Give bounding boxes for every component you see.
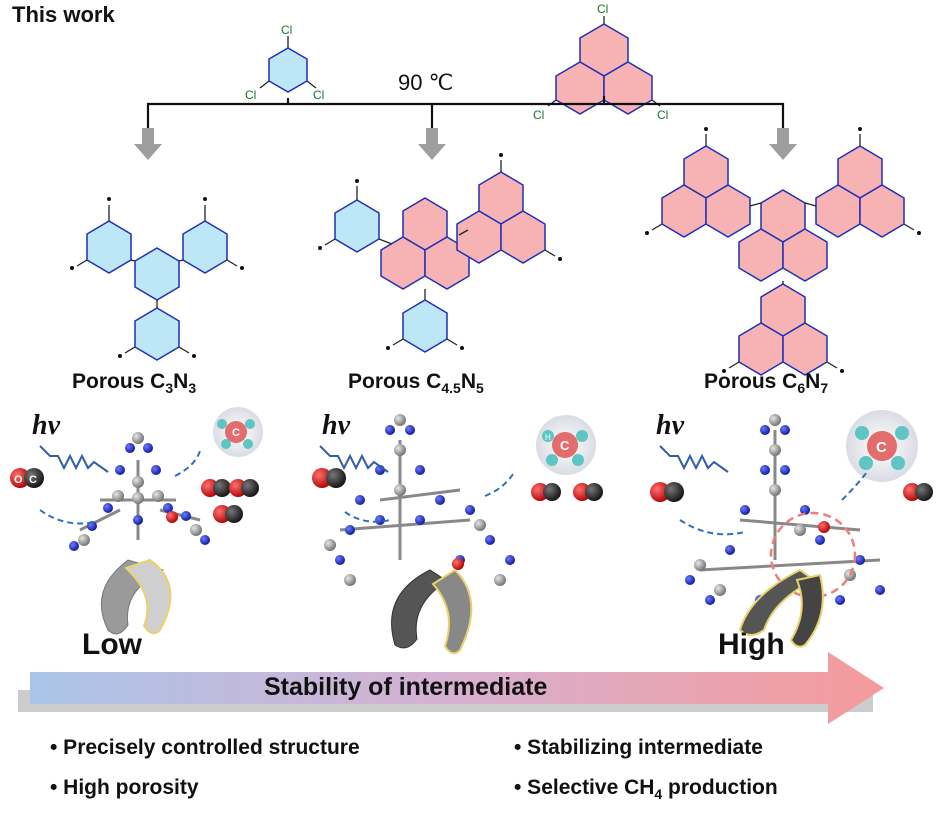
section-title: This work xyxy=(12,2,115,27)
flow-arrows xyxy=(39,450,868,536)
stability-arrow xyxy=(18,652,884,724)
product-label-c4-5n5: Porous C4.5N5 xyxy=(348,370,484,397)
heptazine-chloride-molecule: Cl Cl Cl xyxy=(533,2,668,122)
bullet-left-2: • High porosity xyxy=(50,776,199,799)
svg-text:H: H xyxy=(545,433,551,442)
bullet-left-1: • Precisely controlled structure xyxy=(50,736,360,759)
co2-molecule xyxy=(312,468,346,488)
chlorine-label: Cl xyxy=(281,23,292,37)
chlorine-label: Cl xyxy=(533,108,544,122)
chlorine-label: Cl xyxy=(597,2,608,16)
down-arrow-icon xyxy=(769,128,797,160)
svg-text:C: C xyxy=(29,474,37,486)
co2-molecule xyxy=(213,505,243,523)
down-arrow-icon xyxy=(134,128,162,160)
catalyst-scene-mid xyxy=(324,414,515,655)
carbon-atom-label: C xyxy=(232,427,240,439)
co2-molecules: O C xyxy=(10,468,933,523)
catalyst-scene-high xyxy=(685,414,885,648)
ch4-product-high: C xyxy=(846,410,918,482)
cyanuric-chloride-molecule: Cl Cl Cl xyxy=(245,23,324,102)
c4-5n5-structure xyxy=(318,153,562,353)
chlorine-label: Cl xyxy=(245,88,256,102)
co2-molecule xyxy=(903,483,933,501)
high-label: High xyxy=(718,628,785,661)
chlorine-label: Cl xyxy=(657,108,668,122)
product-label-c3n3: Porous C3N3 xyxy=(72,370,197,397)
bullet-right-1: • Stabilizing intermediate xyxy=(514,736,763,759)
reaction-temperature: 90 ℃ xyxy=(398,70,454,95)
ch4-product-mid: C H xyxy=(536,415,596,475)
reaction-bracket xyxy=(146,96,785,128)
ch4-product-low: C xyxy=(213,407,263,457)
bullet-right-2: • Selective CH4 production xyxy=(514,776,778,803)
photon-label: hv xyxy=(656,410,684,441)
c3n3-structure xyxy=(70,197,244,361)
photon-waves xyxy=(39,445,729,473)
catalyst-scene-low xyxy=(69,432,210,635)
chlorine-label: Cl xyxy=(313,88,324,102)
down-arrow-icon xyxy=(418,128,446,160)
co2-molecule xyxy=(201,479,231,497)
photon-label: hv xyxy=(322,410,350,441)
carbon-atom-label: C xyxy=(876,439,887,456)
co2-molecule xyxy=(573,483,603,501)
co2-molecule xyxy=(229,479,259,497)
co2-molecule: O C xyxy=(10,468,44,488)
stability-arrow-label: Stability of intermediate xyxy=(264,673,548,701)
down-arrows xyxy=(134,128,797,160)
co2-molecule xyxy=(531,483,561,501)
photon-label: hv xyxy=(32,410,60,441)
product-label-c6n7: Porous C6N7 xyxy=(704,370,829,397)
svg-text:O: O xyxy=(14,474,23,486)
c6n7-structure xyxy=(645,127,921,376)
low-label: Low xyxy=(82,628,142,661)
carbon-atom-label: C xyxy=(560,438,570,453)
co2-molecule xyxy=(650,482,684,502)
